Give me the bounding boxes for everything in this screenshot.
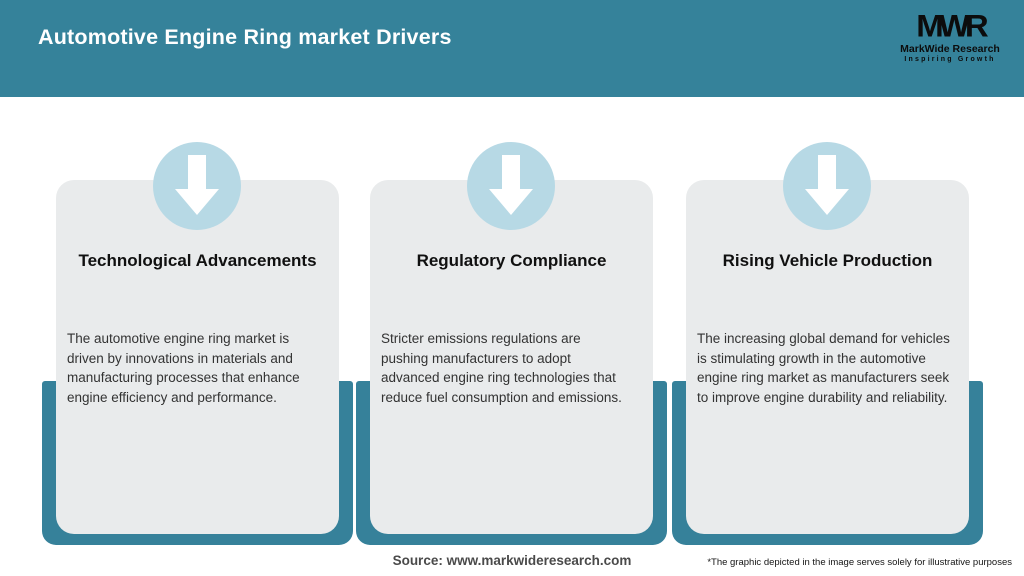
icon-circle: [153, 142, 241, 230]
card-title: Regulatory Compliance: [416, 251, 607, 270]
icon-circle: [783, 142, 871, 230]
icon-circle: [467, 142, 555, 230]
down-arrow-icon: [174, 152, 220, 221]
card-panel: [686, 180, 969, 534]
card-title: Rising Vehicle Production: [722, 251, 933, 270]
card-body-text: The increasing global demand for vehicle…: [697, 331, 950, 405]
logo-name: MarkWide Research: [900, 43, 1000, 55]
header-bar: Automotive Engine Ring market Drivers MW…: [0, 0, 1024, 97]
card-title: Technological Advancements: [78, 251, 317, 270]
driver-card-rising-vehicle-production: Rising Vehicle Production The increasing…: [672, 0, 985, 576]
markwide-research-logo: MWR MarkWide Research Inspiring Growth: [890, 9, 1010, 63]
driver-card-regulatory-compliance: Regulatory Compliance Stricter emissions…: [356, 0, 669, 576]
source-text: Source: www.markwideresearch.com: [392, 553, 632, 568]
driver-card-technological-advancements: Technological Advancements The automotiv…: [42, 0, 355, 576]
card-panel: [370, 180, 653, 534]
down-arrow-icon: [488, 152, 534, 221]
logo-monogram: MWR: [916, 7, 988, 44]
card-body-text: Stricter emissions regulations are pushi…: [381, 331, 622, 405]
down-arrow-icon: [804, 152, 850, 221]
logo-tagline: Inspiring Growth: [904, 56, 996, 63]
disclaimer-text: *The graphic depicted in the image serve…: [707, 557, 1012, 568]
card-panel: [56, 180, 339, 534]
card-body-text: The automotive engine ring market is dri…: [67, 331, 300, 405]
page-title: Automotive Engine Ring market Drivers: [38, 25, 452, 49]
